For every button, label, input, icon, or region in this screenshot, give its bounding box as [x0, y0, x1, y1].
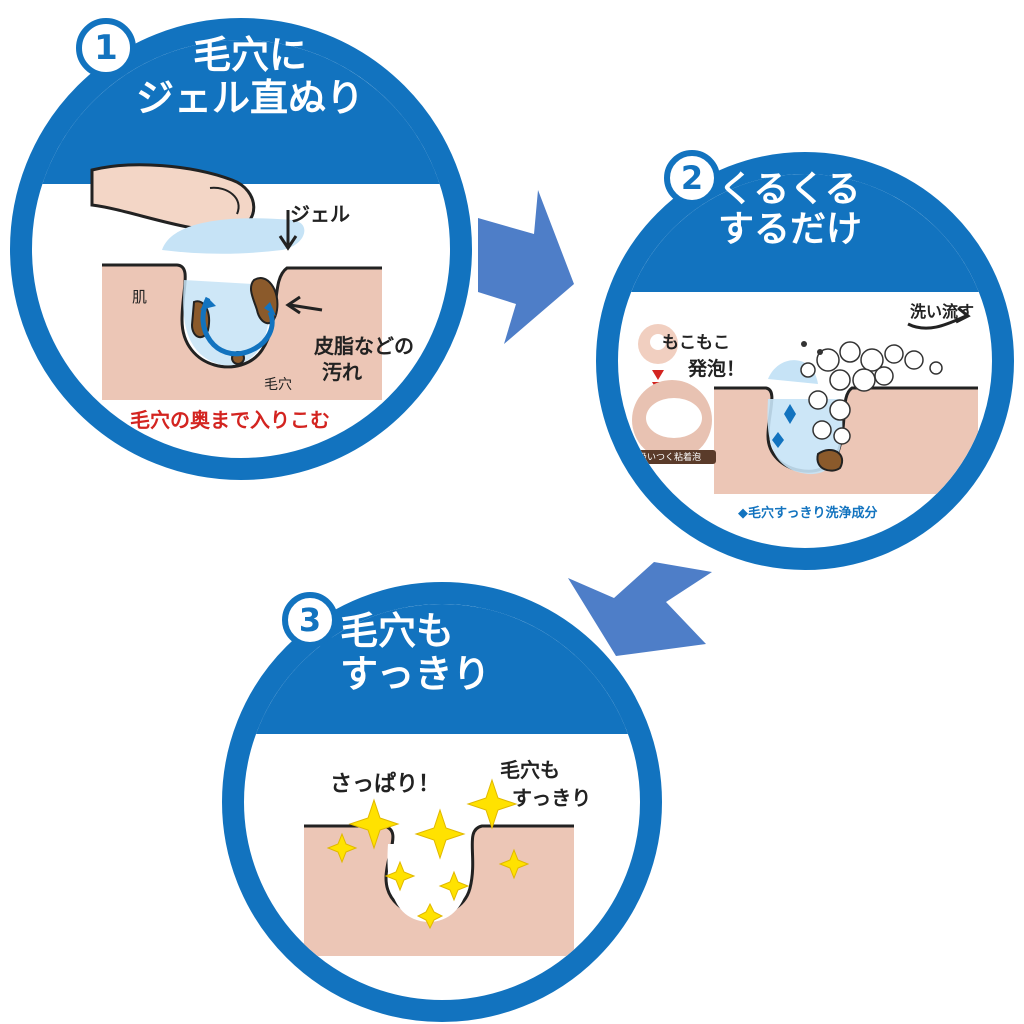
step-2-label-foam-1: もこもこ	[662, 333, 730, 353]
arrow-step-1-to-2	[478, 190, 574, 344]
step-2-label-rinse: 洗い流す	[910, 302, 975, 321]
step-2-number-badge: 2	[664, 150, 720, 206]
step-1-label-skin: 肌	[132, 288, 148, 306]
step-3-title-line-2: すっきり	[340, 651, 491, 696]
step-1-title-line-2: ジェル直ぬり	[135, 75, 364, 120]
step-3-label-fresh: さっぱり！	[330, 772, 441, 797]
step-1-label-sebum-1: 皮脂などの	[314, 334, 414, 358]
step-3-illustration	[304, 778, 574, 956]
step-2-caption: ◆毛穴すっきり洗浄成分	[738, 506, 878, 521]
step-1-illustration	[90, 163, 382, 400]
step-2-title-line-2: するだけ	[718, 209, 863, 251]
step-2-label-foam-2: 発泡！	[688, 358, 746, 380]
step-3-label-clear-1: 毛穴も	[500, 758, 560, 782]
step-1-number-badge: 1	[76, 18, 136, 78]
step-1-title: 毛穴に ジェル直ぬり	[110, 34, 390, 119]
step-3-title-line-1: 毛穴も	[340, 609, 455, 653]
step-3-title: 毛穴も すっきり	[340, 610, 540, 695]
step-3-number: 3	[298, 601, 322, 639]
step-1-label-gel: ジェル	[290, 202, 350, 226]
step-1-caption: 毛穴の奥まで入りこむ	[130, 408, 330, 432]
step-1-label-pore: 毛穴	[264, 377, 292, 393]
step-2-illustration	[632, 306, 978, 494]
step-3-label-clear-2: すっきり	[512, 786, 592, 810]
step-1-title-line-1: 毛穴に	[192, 33, 307, 77]
step-3-number-badge: 3	[282, 592, 338, 648]
step-1-number: 1	[94, 28, 118, 68]
step-1-label-sebum-2: 汚れ	[322, 360, 362, 384]
step-2-title-line-1: くるくる	[718, 169, 861, 210]
step-2-title: くるくる するだけ	[718, 169, 908, 251]
step-2-label-foam-photo: 吸いつく粘着泡	[638, 453, 702, 463]
step-2-number: 2	[680, 159, 704, 197]
